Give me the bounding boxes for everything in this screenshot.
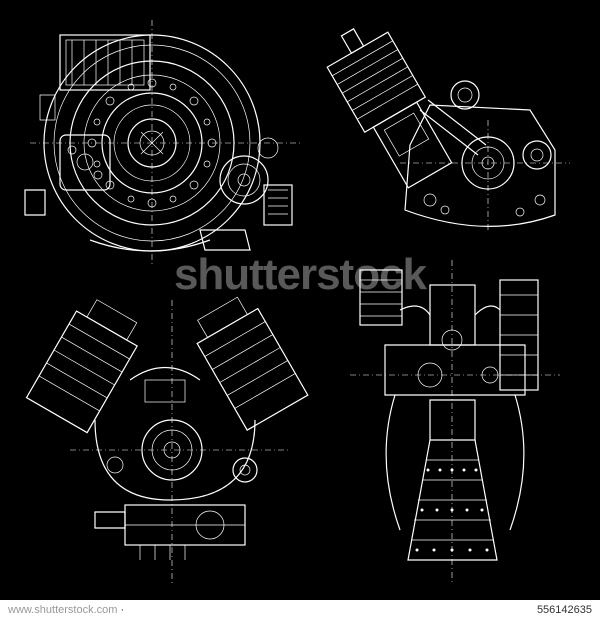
turbopump — [359, 269, 403, 326]
image-number: 556142635 — [536, 604, 592, 616]
crankcase — [404, 104, 556, 227]
footer-left: www.shutterstock.com · — [8, 604, 124, 616]
left-cylinder-bank — [25, 310, 138, 434]
footer-separator: · — [117, 604, 125, 616]
footer-site: www.shutterstock.com — [8, 604, 118, 616]
motor-gear-wheel — [219, 155, 269, 205]
motor-side-bracket — [263, 184, 293, 226]
blueprint-svg — [24, 20, 570, 585]
rocket-engine-drawing — [350, 260, 560, 585]
combustion-chamber-top — [429, 284, 476, 346]
engine-block — [94, 419, 256, 501]
intake-manifold — [129, 367, 201, 381]
single-cylinder-engine-drawing — [326, 28, 570, 230]
electric-motor-drawing — [24, 20, 300, 265]
motor-top-housing — [59, 34, 151, 91]
footer-bar: www.shutterstock.com · 556142635 — [0, 600, 600, 620]
v-engine-drawing — [25, 296, 309, 585]
injector-plate — [384, 344, 526, 396]
motor-terminal-box — [59, 134, 111, 191]
right-cylinder-bank — [196, 307, 309, 431]
blueprint-illustration — [24, 20, 570, 585]
cam-gear — [522, 140, 552, 170]
